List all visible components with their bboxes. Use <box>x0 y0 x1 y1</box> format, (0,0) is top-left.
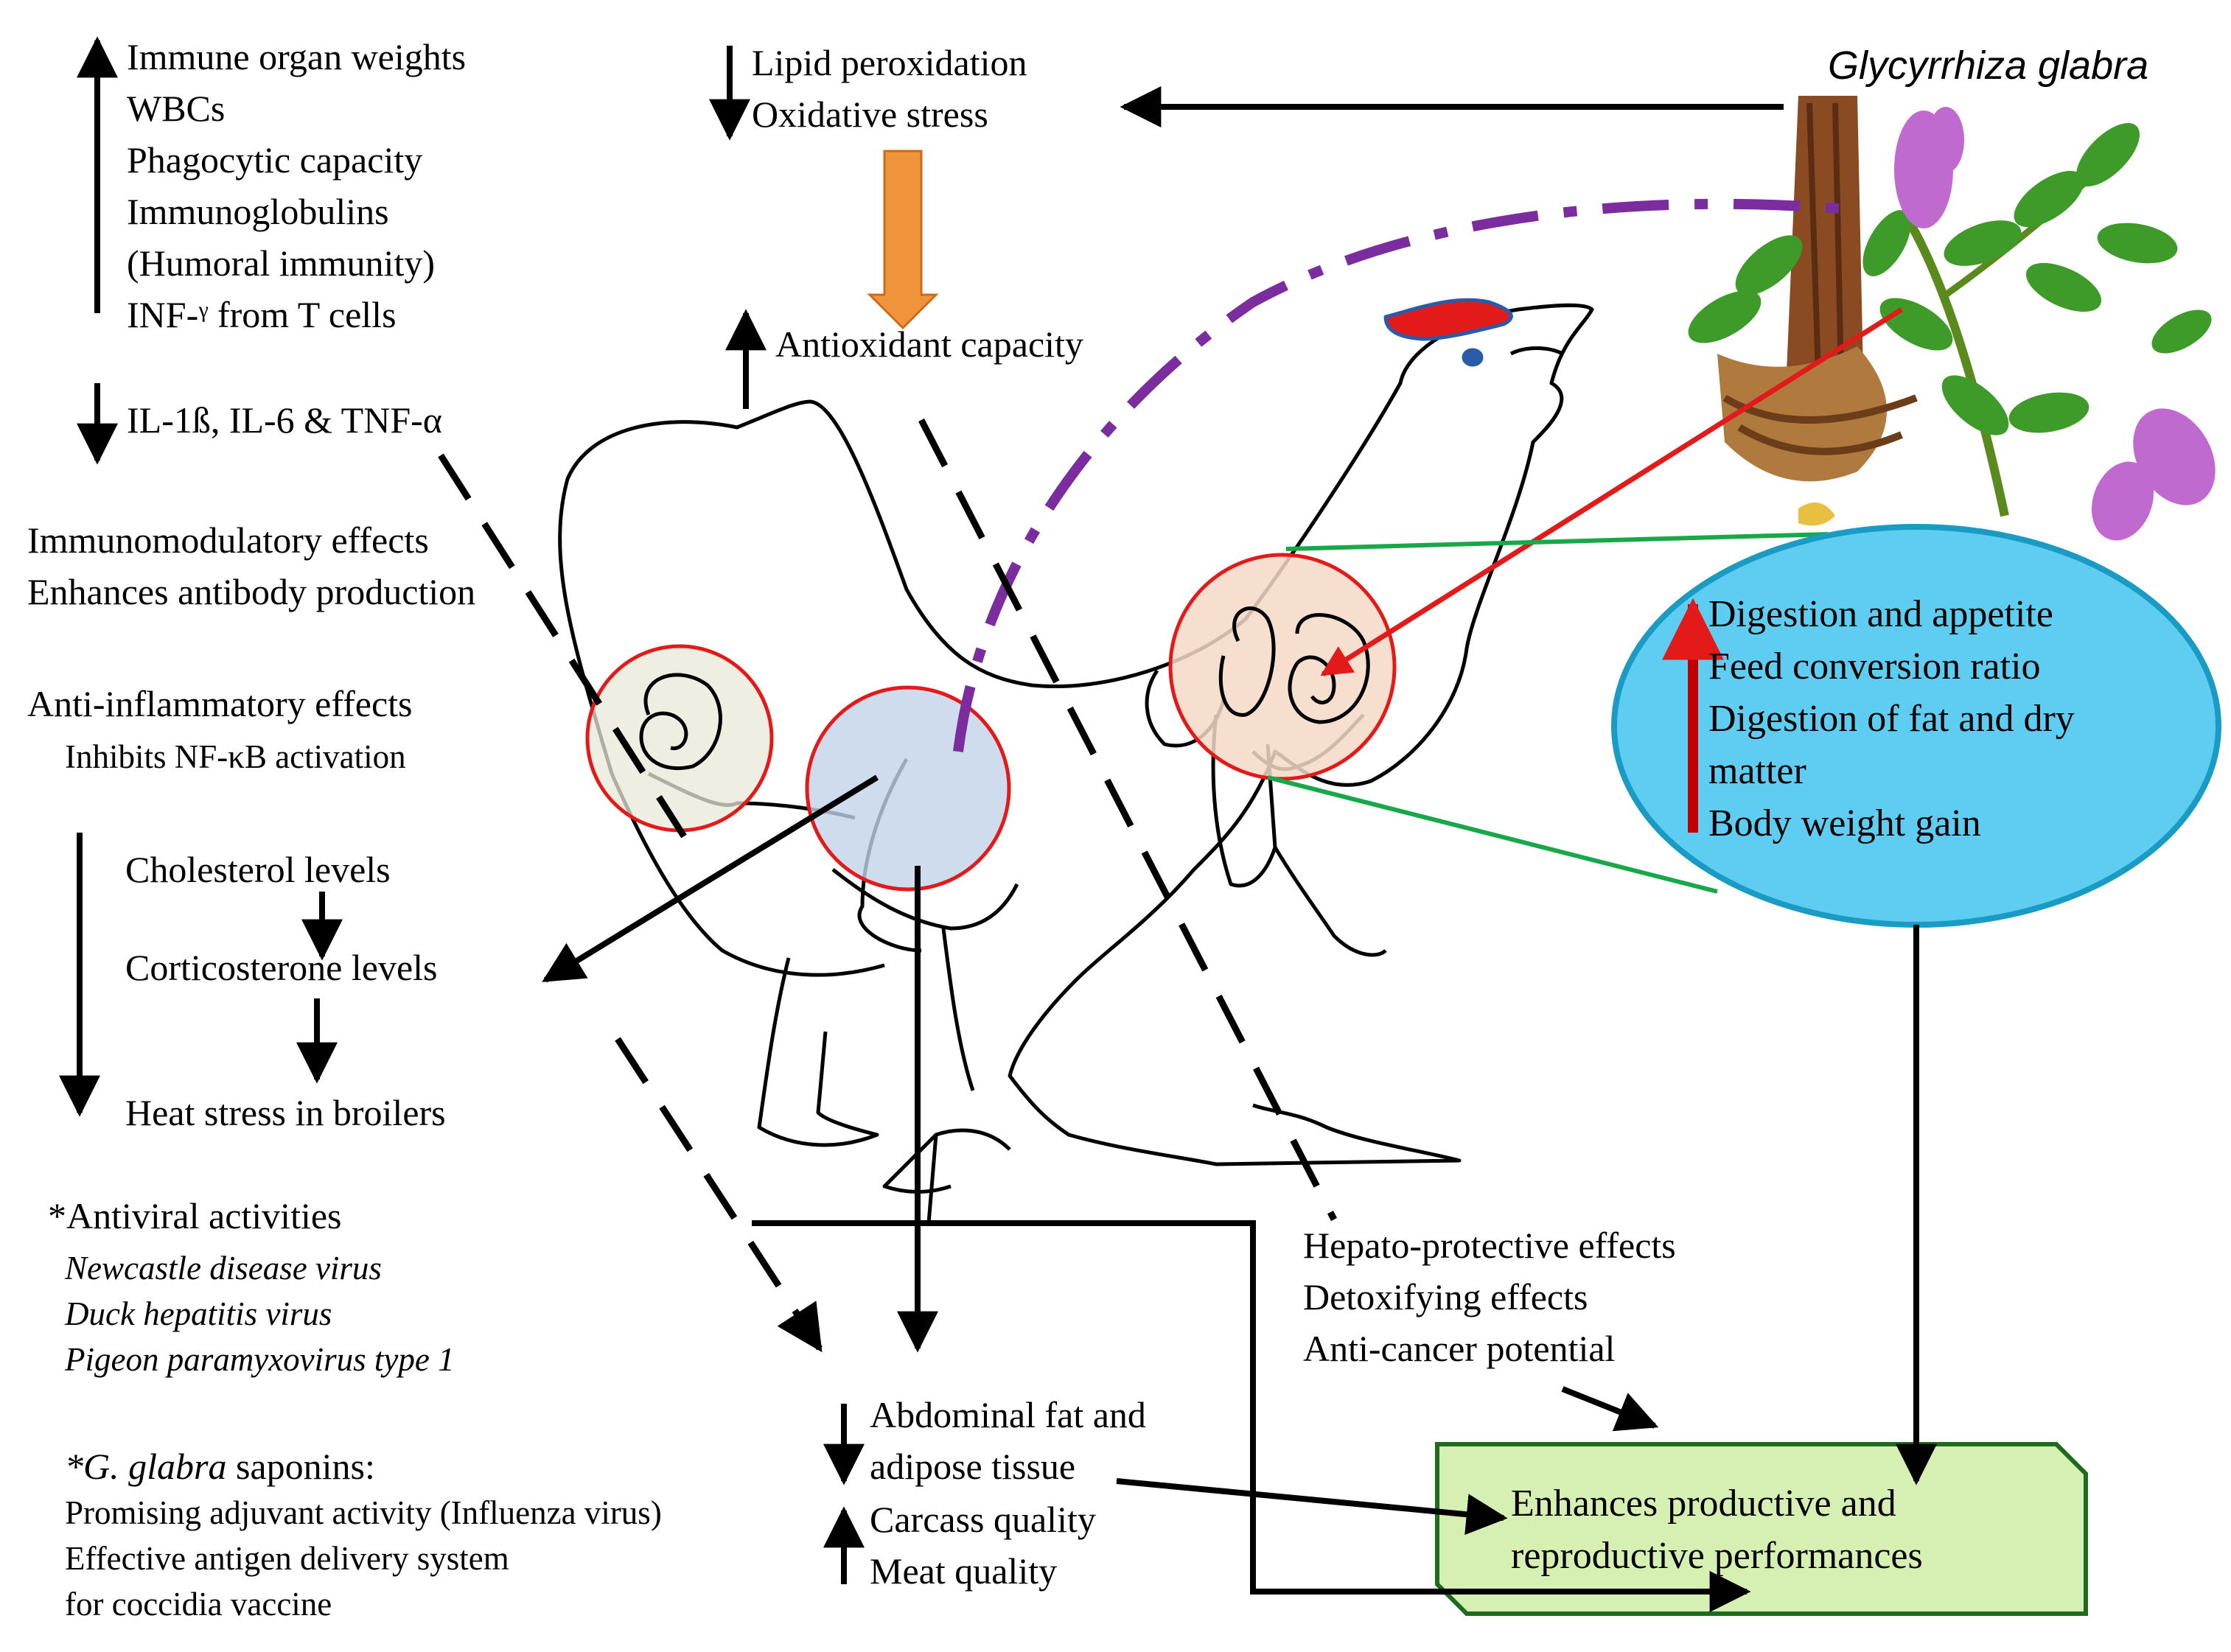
orange-down-arrow <box>867 150 939 330</box>
oxidative-line: Lipid peroxidation <box>752 42 1027 83</box>
cholesterol-label: Cholesterol levels <box>125 849 391 890</box>
fat-block: Abdominal fat and adipose tissue <box>870 1389 1146 1492</box>
performance-box <box>1435 1442 2088 1616</box>
fat-line: adipose tissue <box>870 1446 1076 1487</box>
digestion-line: Digestion of fat and dry <box>1708 698 2075 740</box>
performance-line: Enhances productive and <box>1511 1483 1896 1525</box>
intestine-coils <box>639 606 1370 771</box>
hepato-line: Detoxifying effects <box>1303 1276 1588 1317</box>
cytokines-label: IL-1ß, IL-6 & TNF-α <box>127 399 442 441</box>
virus-item: Newcastle disease virus <box>65 1250 382 1287</box>
performance-text: Enhances productive and reproductive per… <box>1511 1477 1923 1582</box>
oxidative-line: Oxidative stress <box>752 94 988 135</box>
heat-stress-label: Heat stress in broilers <box>125 1092 446 1133</box>
immune-line: Phagocytic capacity <box>127 139 423 181</box>
carcass-line: Meat quality <box>870 1550 1058 1592</box>
dashed-stress-to-fat <box>615 1037 823 1353</box>
hepato-block: Hepato-protective effects Detoxifying ef… <box>1303 1219 1676 1374</box>
immunomodulatory-line: Enhances antibody production <box>27 571 476 612</box>
immune-list: Immune organ weights WBCs Phagocytic cap… <box>127 31 466 340</box>
saponins-title-italic: *G. glabra <box>65 1446 227 1487</box>
saponins-line: Promising adjuvant activity (Influenza v… <box>65 1494 662 1531</box>
circle-gut-center <box>805 685 1011 892</box>
immunomodulatory-block: Immunomodulatory effects Enhances antibo… <box>27 514 475 617</box>
green-line-top <box>1285 532 1829 551</box>
anti-inflammatory-title: Anti-inflammatory effects <box>27 683 413 724</box>
immune-line: Immune organ weights <box>127 36 467 77</box>
carcass-line: Carcass quality <box>870 1499 1096 1540</box>
oxidative-block: Lipid peroxidation Oxidative stress <box>752 37 1027 140</box>
plant-name: Glycyrrhiza glabra <box>1828 43 2149 88</box>
saponins-line: Effective antigen delivery system <box>65 1540 509 1577</box>
virus-item: Duck hepatitis virus <box>65 1295 332 1332</box>
corticosterone-label: Corticosterone levels <box>125 947 438 988</box>
arrow-hepato-to-performance <box>1561 1386 1659 1432</box>
digestion-line: Body weight gain <box>1708 802 1981 844</box>
dashed-antioxidant-to-hepato <box>918 418 1337 1222</box>
arrow-antiviral-to-performance <box>752 1220 1751 1612</box>
antiviral-list: Newcastle disease virus Duck hepatitis v… <box>65 1245 455 1382</box>
fat-line: Abdominal fat and <box>870 1394 1146 1435</box>
digestion-line: Feed conversion ratio <box>1708 645 2041 687</box>
digestion-line: Digestion and appetite <box>1708 593 2053 635</box>
immune-line: (Humoral immunity) <box>127 242 435 284</box>
dashed-lines <box>438 418 1337 1353</box>
green-line-bottom <box>1267 775 1718 894</box>
immune-line: INF-ᵞ from T cells <box>127 294 397 335</box>
hepato-line: Anti-cancer potential <box>1303 1328 1616 1369</box>
digestion-line: matter <box>1708 750 1806 792</box>
antiviral-title: *Antiviral activities <box>48 1195 342 1236</box>
immune-line: Immunoglobulins <box>127 191 389 232</box>
glycyrrhiza-plant-illustration <box>1688 96 2216 541</box>
saponins-title-rest: saponins: <box>226 1446 375 1487</box>
arrow-fat-to-performance <box>1116 1478 1508 1536</box>
circle-crop <box>1168 553 1397 781</box>
immune-line: WBCs <box>127 88 226 129</box>
virus-item: Pigeon paramyxovirus type 1 <box>65 1341 455 1378</box>
purple-arc <box>953 198 1858 752</box>
saponins-title: *G. glabra saponins: <box>65 1441 375 1492</box>
saponins-list: Promising adjuvant activity (Influenza v… <box>65 1490 662 1627</box>
red-arrow-plant-to-crop <box>1320 307 1903 676</box>
hepato-line: Hepato-protective effects <box>1303 1225 1676 1266</box>
saponins-line: for coccidia vaccine <box>65 1586 332 1623</box>
carcass-block: Carcass quality Meat quality <box>870 1494 1096 1597</box>
anti-inflammatory-detail: Inhibits NF-κB activation <box>65 738 406 775</box>
immunomodulatory-line: Immunomodulatory effects <box>27 519 429 561</box>
arrows <box>59 36 1937 1612</box>
performance-line: reproductive performances <box>1511 1535 1923 1577</box>
antioxidant-label: Antioxidant capacity <box>775 323 1083 365</box>
arrow-gut-to-stress <box>542 774 879 983</box>
digestion-list: Digestion and appetite Feed conversion r… <box>1708 588 2075 850</box>
